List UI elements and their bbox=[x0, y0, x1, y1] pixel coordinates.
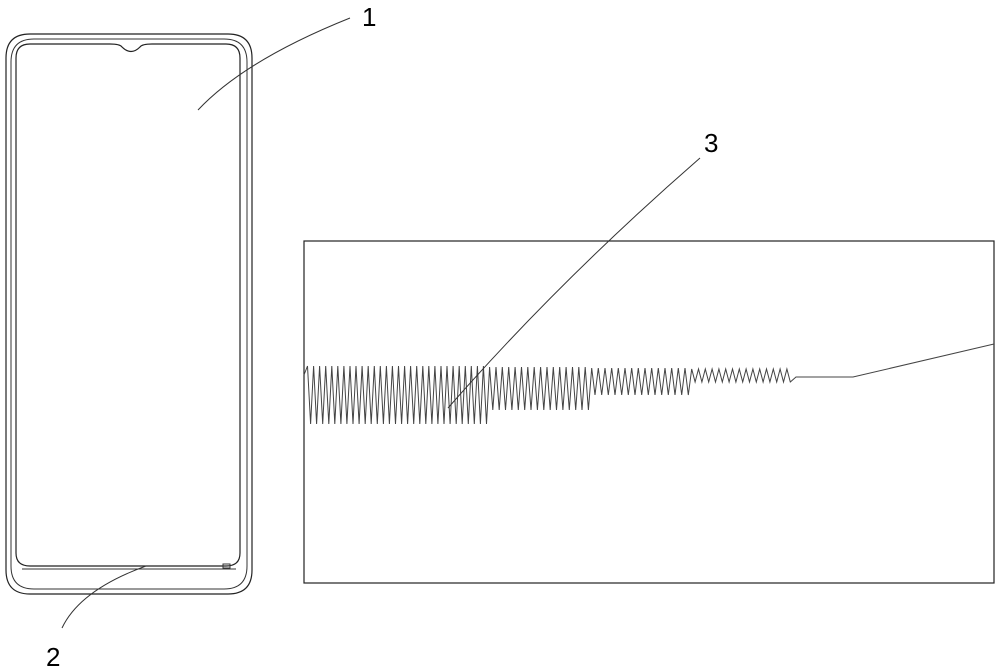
label-1: 1 bbox=[362, 2, 376, 32]
display-screen bbox=[16, 44, 240, 566]
waveform-panel bbox=[304, 241, 994, 583]
leader-line-3 bbox=[448, 158, 700, 408]
label-2: 2 bbox=[46, 642, 60, 670]
waveform-trace bbox=[304, 344, 994, 424]
leader-line-2 bbox=[62, 566, 146, 628]
label-3: 3 bbox=[704, 128, 718, 158]
phone-inner-bezel bbox=[11, 39, 247, 589]
leader-line-1 bbox=[198, 18, 350, 110]
phone-outer-body bbox=[6, 34, 252, 594]
